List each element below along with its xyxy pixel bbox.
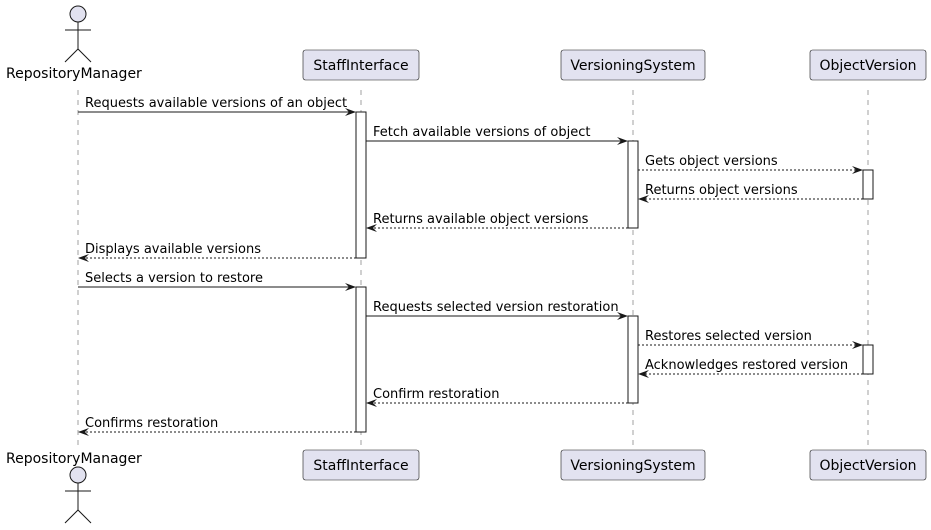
arrowhead [78, 254, 89, 262]
arrowhead [617, 312, 628, 320]
message-11: Confirm restoration [366, 387, 628, 407]
message-5: Returns available object versions [366, 212, 628, 232]
activation-bar [355, 286, 367, 433]
message-label: Selects a version to restore [85, 271, 263, 286]
participant-box-bottom-versioningsystem: VersioningSystem [560, 449, 706, 481]
participant-box-bottom-staffinterface: StaffInterface [302, 449, 420, 481]
actor-icon [69, 466, 87, 484]
message-9: Restores selected version [638, 329, 863, 349]
activation-bar [862, 344, 874, 375]
activation-bar [862, 169, 874, 200]
participant-label: StaffInterface [313, 58, 408, 74]
arrowhead [617, 137, 628, 145]
actor-icon [69, 5, 87, 23]
arrowhead [345, 283, 356, 291]
actor-label: RepositoryManager [6, 451, 142, 467]
participant-label: VersioningSystem [570, 458, 695, 474]
participant-box [560, 49, 706, 81]
arrowhead [366, 399, 377, 407]
participant-box [809, 449, 927, 481]
participant-box-top-versioningsystem: VersioningSystem [560, 49, 706, 81]
message-6: Displays available versions [78, 242, 356, 262]
arrowhead [638, 370, 649, 378]
message-8: Requests selected version restoration [366, 300, 628, 320]
participant-box-bottom-objectversion: ObjectVersion [809, 449, 927, 481]
actor-label: RepositoryManager [6, 66, 142, 82]
actor-head-top-repositorymanager: RepositoryManager [6, 5, 142, 82]
message-label: Gets object versions [645, 154, 778, 169]
participant-box-top-staffinterface: StaffInterface [302, 49, 420, 81]
participant-label: ObjectVersion [819, 58, 916, 74]
message-label: Requests available versions of an object [85, 96, 347, 111]
participant-label: ObjectVersion [819, 458, 916, 474]
arrowhead [852, 341, 863, 349]
arrowhead [78, 428, 89, 436]
message-label: Restores selected version [645, 329, 812, 344]
participant-box [302, 49, 420, 81]
message-label: Acknowledges restored version [645, 358, 848, 373]
message-label: Requests selected version restoration [373, 300, 619, 315]
participant-box [809, 49, 927, 81]
arrowhead [345, 108, 356, 116]
arrowhead [366, 224, 377, 232]
message-10: Acknowledges restored version [638, 358, 863, 378]
message-7: Selects a version to restore [78, 271, 356, 291]
message-label: Confirms restoration [85, 416, 218, 431]
message-label: Returns object versions [645, 183, 798, 198]
message-label: Confirm restoration [373, 387, 499, 402]
actor-head-bottom-repositorymanager: RepositoryManager [6, 451, 142, 524]
message-label: Fetch available versions of object [373, 125, 590, 140]
participant-label: VersioningSystem [570, 58, 695, 74]
activation-bar [627, 315, 639, 404]
message-4: Returns object versions [638, 183, 863, 203]
activation-bar [355, 111, 367, 259]
participant-heads: RepositoryManagerRepositoryManagerStaffI… [6, 5, 927, 524]
message-2: Fetch available versions of object [366, 125, 628, 145]
participant-box-top-objectversion: ObjectVersion [809, 49, 927, 81]
participant-label: StaffInterface [313, 458, 408, 474]
messages: Requests available versions of an object… [78, 96, 863, 436]
participant-box [302, 449, 420, 481]
actor-legs [64, 48, 92, 63]
arrowhead [638, 195, 649, 203]
message-12: Confirms restoration [78, 416, 356, 436]
activation-bar [627, 140, 639, 229]
participant-box [560, 449, 706, 481]
message-3: Gets object versions [638, 154, 863, 174]
arrowhead [852, 166, 863, 174]
actor-legs [64, 509, 92, 524]
activation-bars [355, 111, 874, 433]
message-1: Requests available versions of an object [78, 96, 356, 116]
message-label: Returns available object versions [373, 212, 589, 227]
message-label: Displays available versions [85, 242, 261, 257]
